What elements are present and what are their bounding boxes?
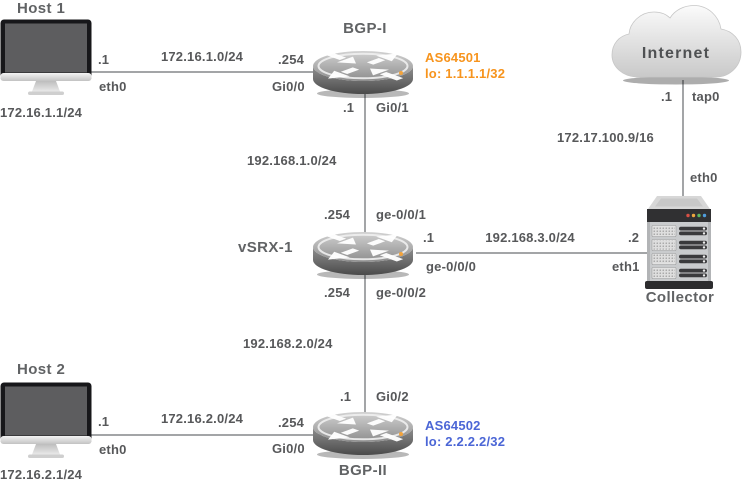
link1-subnet: 172.16.1.0/24 bbox=[160, 49, 244, 64]
internet-title: Internet bbox=[641, 45, 711, 62]
link-host1-bgp1 bbox=[90, 71, 322, 73]
link4-vsrx-if: ge-0/0/2 bbox=[376, 285, 427, 300]
collector-server-icon bbox=[644, 194, 714, 290]
link2-subnet: 192.168.1.0/24 bbox=[247, 153, 337, 168]
link5-subnet: 172.16.2.0/24 bbox=[160, 411, 244, 426]
bgp1-loopback: lo: 1.1.1.1/32 bbox=[425, 66, 506, 81]
link6-internet-if: tap0 bbox=[692, 89, 720, 104]
link3-subnet: 192.168.3.0/24 bbox=[485, 230, 575, 245]
link-internet-collector bbox=[682, 80, 684, 210]
collector-title: Collector bbox=[645, 289, 715, 306]
link1-router-if: Gi0/0 bbox=[272, 79, 305, 94]
host1-address: 172.16.1.1/24 bbox=[0, 105, 83, 120]
link4-bgp-addr: .1 bbox=[340, 389, 352, 404]
link-bgp1-vsrx1 bbox=[364, 92, 366, 235]
link5-router-if: Gi0/0 bbox=[272, 441, 305, 456]
bgp2-title: BGP-II bbox=[338, 462, 388, 479]
link1-host-if: eth0 bbox=[99, 79, 127, 94]
link3-collector-if: eth1 bbox=[612, 259, 640, 274]
link2-vsrx-addr: .254 bbox=[324, 207, 351, 222]
bgp1-asn: AS64501 bbox=[425, 50, 481, 65]
link3-vsrx-if: ge-0/0/0 bbox=[426, 259, 477, 274]
bgp2-asn: AS64502 bbox=[425, 418, 481, 433]
link4-bgp-if: Gi0/2 bbox=[376, 389, 409, 404]
host2-address: 172.16.2.1/24 bbox=[0, 467, 83, 482]
host2-title: Host 2 bbox=[17, 361, 66, 378]
link3-collector-addr: .2 bbox=[628, 230, 640, 245]
host1-title: Host 1 bbox=[17, 0, 66, 17]
host2-monitor-icon bbox=[0, 382, 92, 458]
link1-router-addr: .254 bbox=[278, 52, 305, 67]
link5-host-if: eth0 bbox=[99, 442, 127, 457]
link-host2-bgp2 bbox=[90, 434, 322, 436]
link5-host-addr: .1 bbox=[98, 414, 110, 429]
link3-vsrx-addr: .1 bbox=[423, 230, 435, 245]
link-vsrx1-collector bbox=[416, 252, 650, 254]
link-vsrx1-bgp2 bbox=[364, 270, 366, 416]
vsrx1-title: vSRX-1 bbox=[238, 239, 293, 256]
bgp2-loopback: lo: 2.2.2.2/32 bbox=[425, 434, 506, 449]
link2-vsrx-if: ge-0/0/1 bbox=[376, 207, 427, 222]
bgp2-router-icon bbox=[311, 405, 415, 461]
bgp1-title: BGP-I bbox=[343, 20, 387, 37]
link2-bgp-if: Gi0/1 bbox=[376, 100, 409, 115]
link4-subnet: 192.168.2.0/24 bbox=[243, 336, 333, 351]
internet-address: 172.17.100.9/16 bbox=[557, 130, 654, 145]
link4-vsrx-addr: .254 bbox=[324, 285, 351, 300]
bgp1-router-icon bbox=[311, 44, 415, 100]
link6-internet-addr: .1 bbox=[661, 89, 673, 104]
link6-collector-if: eth0 bbox=[690, 170, 718, 185]
link5-router-addr: .254 bbox=[278, 415, 305, 430]
host1-monitor-icon bbox=[0, 19, 92, 95]
link1-host-addr: .1 bbox=[98, 52, 110, 67]
vsrx1-router-icon bbox=[311, 225, 415, 281]
link2-bgp-addr: .1 bbox=[343, 100, 355, 115]
